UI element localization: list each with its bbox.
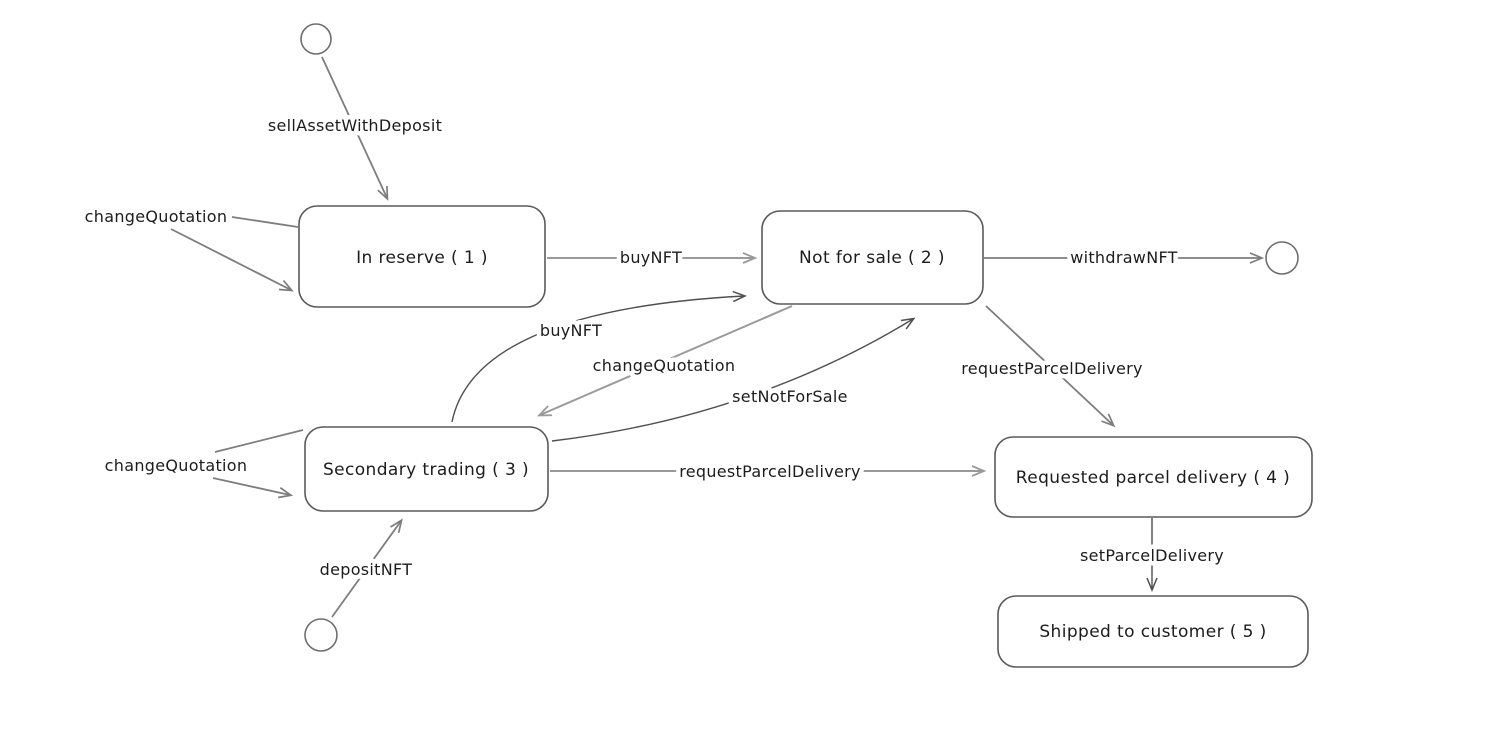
state-requested-parcel-delivery: Requested parcel delivery ( 4 ) xyxy=(994,436,1313,518)
state-not-for-sale-label: Not for sale ( 2 ) xyxy=(799,248,945,268)
transition-label-withdrawNFT: withdrawNFT xyxy=(1070,248,1178,267)
transition-label-changeQuotation-inReserve: changeQuotation xyxy=(85,207,228,226)
state-not-for-sale-box xyxy=(761,210,984,305)
transition-label-setParcelDelivery: setParcelDelivery xyxy=(1080,546,1224,565)
transition-changeQuotation-secondary-line-out xyxy=(214,429,304,453)
transition-requestParcelDelivery-fromNotForSale-line xyxy=(985,305,1116,428)
transition-label-sellAssetWithDeposit: sellAssetWithDeposit xyxy=(268,116,442,135)
state-not-for-sale: Not for sale ( 2 ) xyxy=(761,210,984,305)
states-layer: In reserve ( 1 ) Not for sale ( 2 ) Seco… xyxy=(298,23,1313,668)
state-secondary-trading: Secondary trading ( 3 ) xyxy=(304,426,549,512)
state-in-reserve-label: In reserve ( 1 ) xyxy=(356,248,488,268)
initial-state-top-circle xyxy=(300,23,332,55)
transition-changeQuotation-inReserve-line-in xyxy=(170,228,294,292)
initial-state-bottom-circle xyxy=(304,618,338,652)
state-secondary-trading-box xyxy=(304,426,549,512)
transition-changeQuotation-secondary-line-in xyxy=(212,477,294,499)
transition-buyNFT-secondary-line xyxy=(451,290,747,423)
transition-label-depositNFT: depositNFT xyxy=(320,560,413,579)
transition-label-changeQuotation-toSecondary: changeQuotation xyxy=(593,356,736,375)
state-secondary-trading-label: Secondary trading ( 3 ) xyxy=(323,460,529,480)
state-shipped-to-customer-label: Shipped to customer ( 5 ) xyxy=(1039,622,1266,642)
state-shipped-to-customer-box xyxy=(997,595,1309,668)
transitions-layer xyxy=(170,56,1265,618)
transition-changeQuotation-toSecondary-line xyxy=(536,305,793,417)
transition-label-requestParcelDelivery-fromSecondary: requestParcelDelivery xyxy=(679,462,861,481)
state-in-reserve: In reserve ( 1 ) xyxy=(298,205,546,308)
transition-setNotForSale-line xyxy=(551,317,916,442)
transition-changeQuotation-inReserve-line-out xyxy=(231,216,299,228)
transition-depositNFT-line xyxy=(331,518,403,618)
transition-label-setNotForSale: setNotForSale xyxy=(732,387,848,406)
transition-label-buyNFT-secondary: buyNFT xyxy=(540,321,602,340)
state-requested-parcel-delivery-box xyxy=(994,436,1313,518)
state-shipped-to-customer: Shipped to customer ( 5 ) xyxy=(997,595,1309,668)
transition-labels-layer: sellAssetWithDeposit changeQuotation buy… xyxy=(80,112,1228,584)
transition-sellAssetWithDeposit-line xyxy=(321,56,389,201)
state-requested-parcel-delivery-label: Requested parcel delivery ( 4 ) xyxy=(1016,468,1290,488)
transition-label-buyNFT-main: buyNFT xyxy=(620,248,682,267)
final-state-circle xyxy=(1265,241,1299,275)
transition-label-requestParcelDelivery-fromNotForSale: requestParcelDelivery xyxy=(961,359,1143,378)
state-in-reserve-box xyxy=(298,205,546,308)
transition-label-changeQuotation-secondary: changeQuotation xyxy=(105,456,248,475)
